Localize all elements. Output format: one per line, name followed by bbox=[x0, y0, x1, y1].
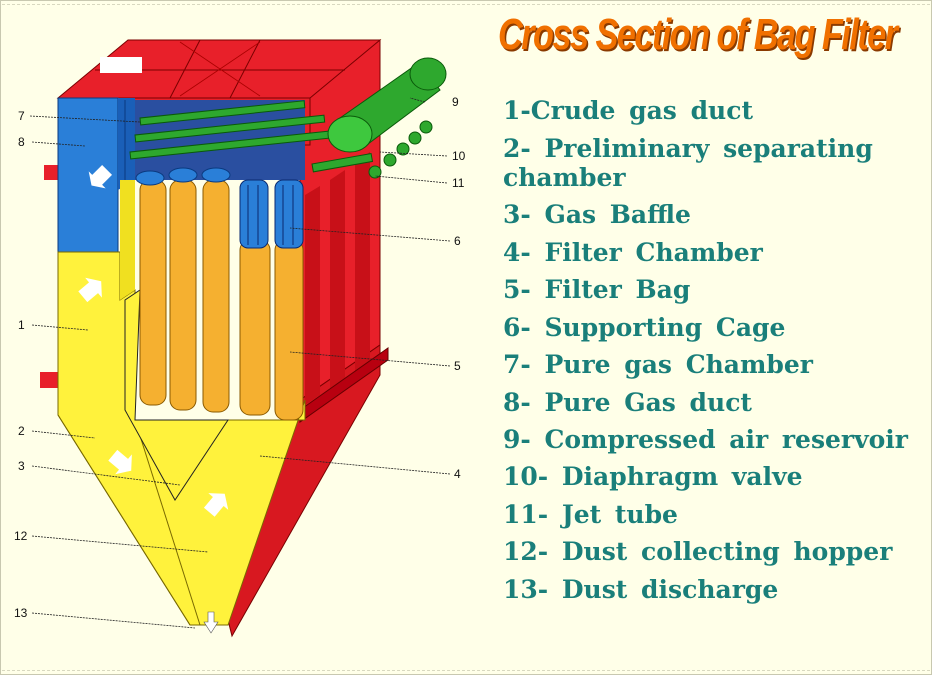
callout-8: 8 bbox=[18, 135, 25, 149]
legend-item-8: 8- Pure Gas duct bbox=[503, 387, 752, 417]
legend-item-5: 5- Filter Bag bbox=[503, 275, 691, 304]
pure-gas-duct bbox=[57, 97, 135, 253]
discharge-arrow-icon bbox=[203, 611, 219, 634]
callout-6: 6 bbox=[454, 234, 461, 248]
callout-11: 11 bbox=[452, 176, 465, 190]
legend-item-7: 7- Pure gas Chamber bbox=[503, 350, 813, 379]
legend-item-13: 13- Dust discharge bbox=[503, 574, 779, 604]
legend-item-4: 4- Filter Chamber bbox=[503, 237, 763, 267]
bottom-border-dashes bbox=[2, 670, 930, 671]
callout-9: 9 bbox=[452, 95, 459, 109]
callout-13: 13 bbox=[14, 606, 28, 620]
legend-item-9: 9- Compressed air reservoir bbox=[503, 425, 908, 454]
callout-3: 3 bbox=[18, 459, 25, 473]
supporting-cages bbox=[239, 179, 304, 249]
flow-arrow-icon bbox=[78, 277, 102, 303]
compressed-air-reservoir bbox=[327, 57, 447, 179]
callout-2: 2 bbox=[18, 424, 25, 438]
legend-item-10: 10- Diaphragm valve bbox=[503, 462, 803, 491]
flow-arrow-icon bbox=[108, 449, 132, 475]
flow-arrow-icon bbox=[203, 493, 229, 517]
legend-item-12: 12- Dust collecting hopper bbox=[503, 537, 893, 566]
legend-item-6: 6- Supporting Cage bbox=[503, 312, 786, 342]
legend-item-2: 2- Preliminary separating chamber bbox=[503, 133, 873, 193]
callout-leaders bbox=[29, 97, 451, 629]
component-legend: 1-Crude gas duct 2- Preliminary separati… bbox=[503, 96, 913, 612]
callout-4: 4 bbox=[454, 467, 461, 481]
legend-item-1: 1-Crude gas duct bbox=[503, 96, 753, 125]
callout-7: 7 bbox=[18, 109, 25, 123]
callout-numbers: 7 8 9 10 11 6 1 5 2 4 3 12 13 bbox=[14, 95, 466, 620]
flow-arrow-icon bbox=[88, 164, 113, 189]
access-hatch bbox=[100, 57, 142, 73]
filter-bags bbox=[135, 167, 304, 421]
callout-10: 10 bbox=[452, 149, 466, 163]
callout-12: 12 bbox=[14, 529, 28, 543]
jet-tubes bbox=[129, 100, 374, 173]
callout-5: 5 bbox=[454, 359, 461, 373]
legend-item-3: 3- Gas Baffle bbox=[503, 200, 691, 229]
top-border-dashes bbox=[2, 4, 930, 5]
legend-item-11: 11- Jet tube bbox=[503, 499, 678, 529]
callout-1: 1 bbox=[18, 318, 25, 332]
